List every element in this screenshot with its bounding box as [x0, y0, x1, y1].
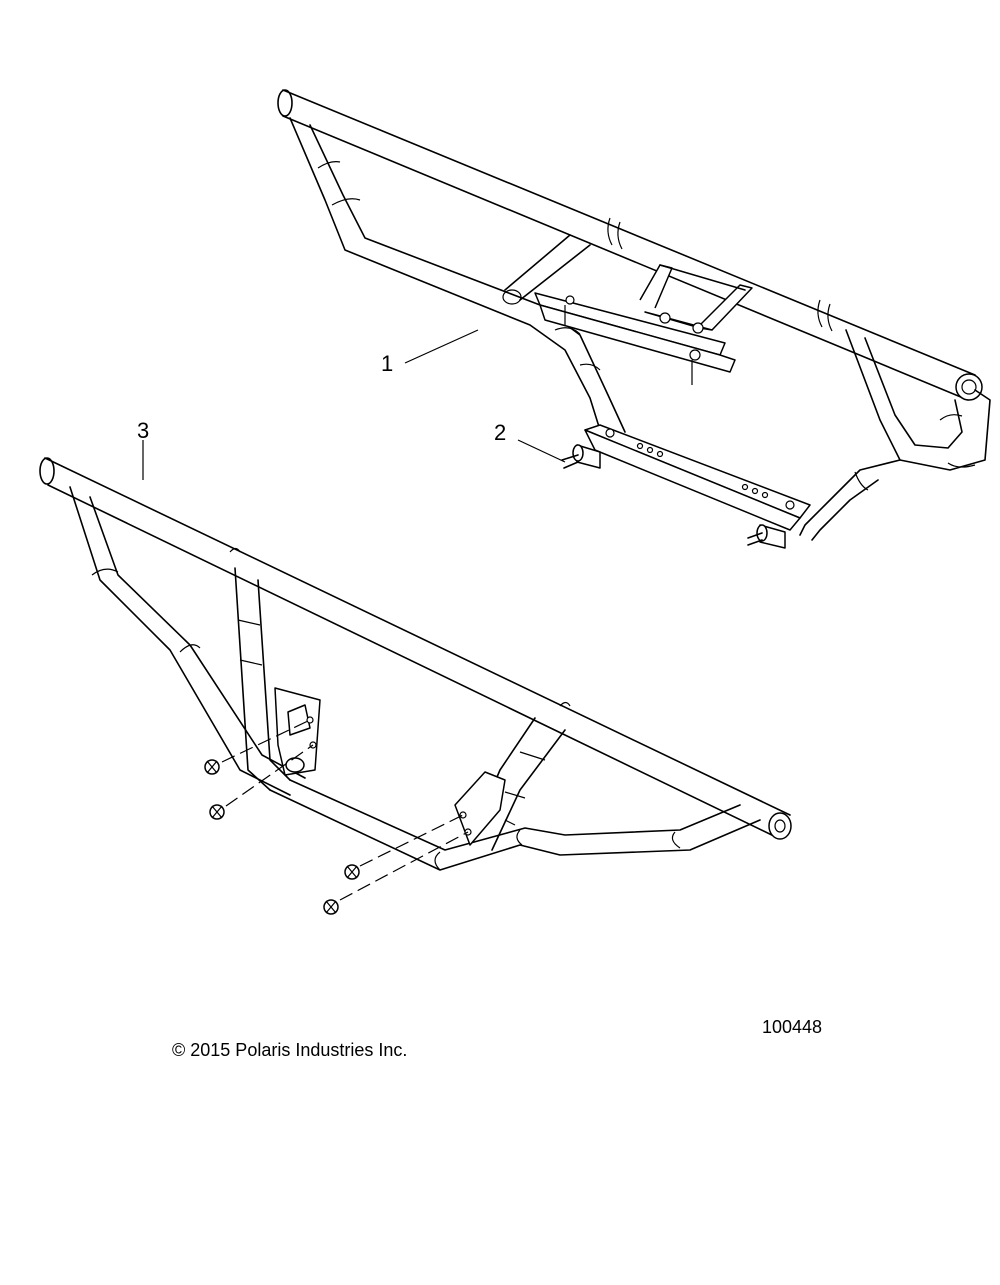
bolt-4	[323, 899, 339, 915]
bolt-1	[204, 759, 220, 775]
figure-number: 100448	[762, 1017, 823, 1037]
part-2-stud	[561, 444, 601, 469]
leader-line-2	[517, 439, 566, 463]
callout-label-3: 3	[137, 418, 150, 443]
bolt-2	[209, 804, 225, 820]
copyright-notice: © 2015 Polaris Industries Inc.	[172, 1040, 408, 1060]
part-3-bumper	[39, 457, 792, 915]
bolt-3	[344, 864, 360, 880]
callout-label-1: 1	[381, 351, 394, 376]
leader-line-1	[404, 329, 479, 364]
callout-label-2: 2	[494, 420, 507, 445]
part-1-bumper	[277, 89, 991, 549]
